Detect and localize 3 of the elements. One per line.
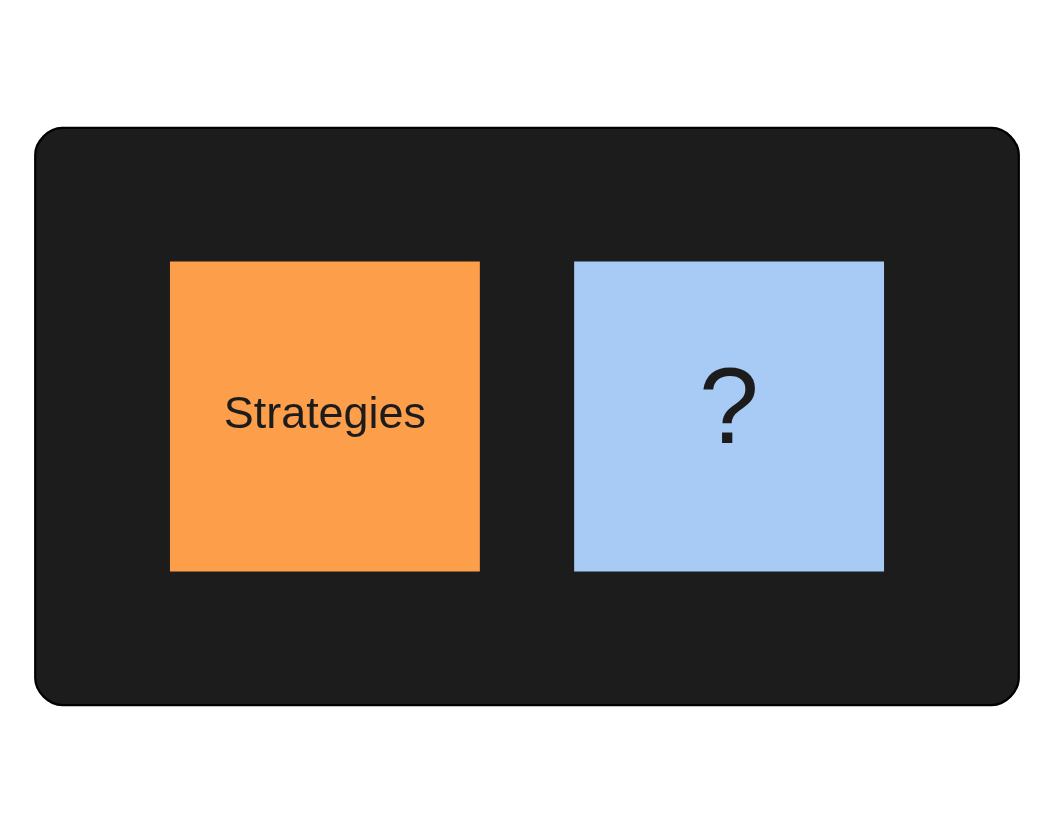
node-box: Strategies: [169, 261, 480, 572]
node-box: ?: [574, 261, 885, 572]
cluster: [34, 126, 1020, 707]
